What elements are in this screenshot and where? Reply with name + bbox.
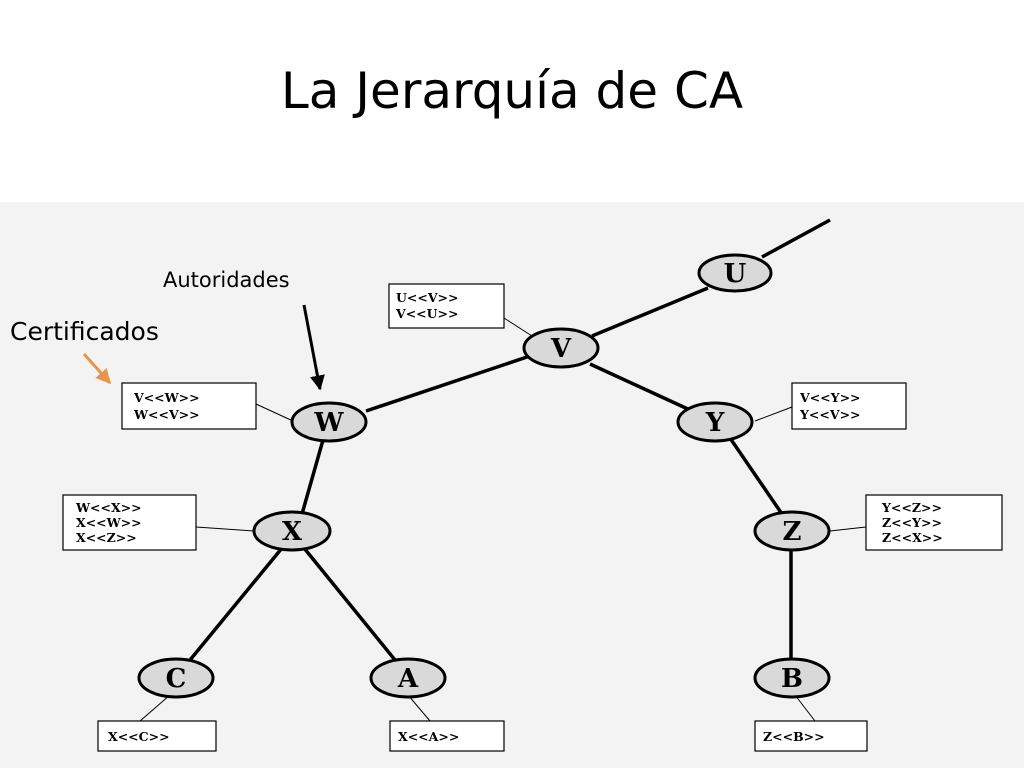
cert-line: V<<Y>> [799,390,861,405]
cert-line: X<<W>> [76,515,142,530]
edge-x-a [302,546,397,662]
ca-node-y: Y [676,401,754,443]
connector-b [794,694,816,722]
annotation-certificados-label: Certificados [10,317,159,346]
connector-y [754,406,793,422]
ca-node-a: A [369,657,447,699]
cert-line: Y<<Z>> [881,500,942,515]
connector-c [139,694,171,722]
certificate-box-v: U<<V>> V<<U>> [388,283,505,329]
node-label: U [724,259,747,289]
node-label: C [166,664,187,694]
connector-w [255,403,294,422]
certificate-connectors [139,317,867,722]
certificate-box-y: V<<Y>> Y<<V>> [791,382,907,430]
connector-z [829,526,867,532]
certificate-box-z: Y<<Z>> Z<<Y>> Z<<X>> [865,494,1003,551]
cert-line: W<<X>> [75,500,142,515]
cert-line: Y<<V>> [799,407,861,422]
ca-node-v: V [522,327,600,369]
node-label: Y [705,408,725,438]
ca-node-u: U [697,253,773,293]
slide-title: La Jerarquía de CA [280,62,744,120]
ca-node-c: C [137,657,215,699]
edge-u-v [591,286,709,338]
node-label: V [550,334,572,364]
connector-v [503,317,533,337]
tree-edges [188,218,831,662]
annotation-autoridades: Autoridades [163,268,325,391]
edge-y-z [728,437,784,515]
edge-w-x [300,439,325,515]
certificate-box-w: V<<W>> W<<V>> [121,382,257,430]
cert-line: W<<V>> [133,407,200,422]
node-label: Z [783,517,802,547]
cert-line: U<<V>> [396,290,459,305]
node-label: X [282,517,303,547]
cert-line: Z<<Y>> [882,515,942,530]
ca-node-b: B [753,657,831,699]
ca-node-x: X [252,510,332,552]
cert-line: V<<W>> [133,390,200,405]
edge-x-c [188,546,284,662]
cert-line: V<<U>> [395,306,459,321]
annotation-autoridades-label: Autoridades [163,268,290,292]
node-label: W [313,408,344,438]
edge-upstream [761,218,831,259]
cert-line: X<<C>> [108,729,170,744]
connector-x [195,526,255,532]
arrow-icon [302,304,325,391]
ca-node-z: Z [753,510,831,552]
certificate-box-c: X<<C>> [97,720,217,752]
certificate-box-x: W<<X>> X<<W>> X<<Z>> [62,494,197,551]
edge-v-w [365,354,531,413]
certificate-box-a: X<<A>> [389,720,505,752]
cert-line: X<<A>> [398,729,459,744]
annotation-certificados: Certificados [10,317,159,385]
connector-a [407,694,431,722]
node-label: B [781,664,803,694]
cert-line: Z<<B>> [763,729,825,744]
cert-line: Z<<X>> [882,530,943,545]
arrow-icon [82,352,112,385]
cert-line: X<<Z>> [76,530,137,545]
node-label: A [397,664,419,694]
ca-node-w: W [290,401,368,443]
certificate-box-b: Z<<B>> [754,720,868,752]
edge-v-y [589,362,691,412]
